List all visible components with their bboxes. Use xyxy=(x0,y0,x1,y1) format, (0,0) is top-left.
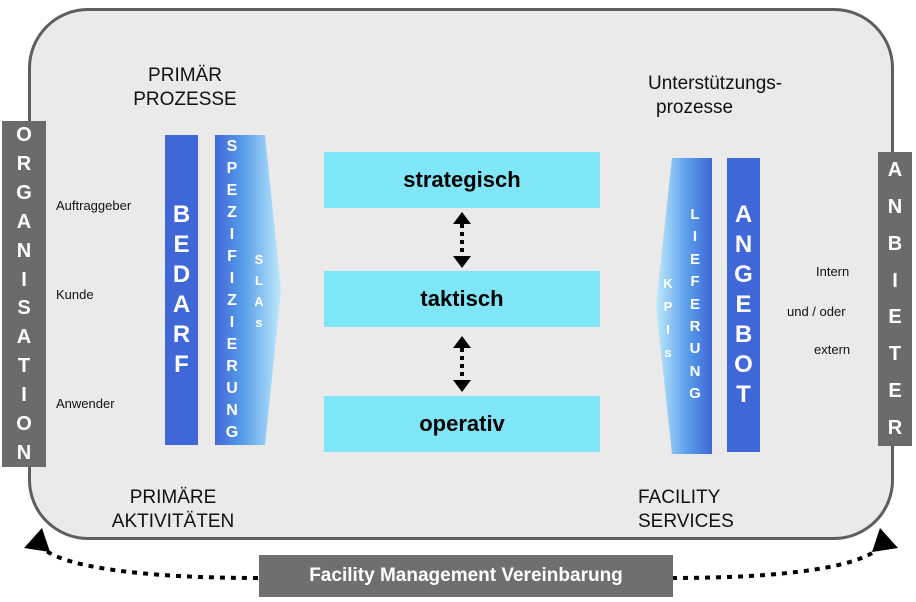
spezifizierung-letter: I xyxy=(229,270,235,287)
spezifizierung-letter: G xyxy=(225,424,239,441)
footer-label: Facility Management Vereinbarung xyxy=(259,555,673,597)
spezifizierung-letter: I xyxy=(229,314,235,331)
anbieter-letter: E xyxy=(888,379,902,402)
lieferung-letter: U xyxy=(689,340,701,358)
angebot-letter: B xyxy=(734,321,753,348)
spezifizierung-arrow xyxy=(215,135,281,445)
lieferung-letter: E xyxy=(689,295,700,313)
bedarf-letter: R xyxy=(172,321,191,348)
anbieter-letter: R xyxy=(887,416,903,439)
kpis-letter: K xyxy=(663,276,673,291)
organisation-letter: S xyxy=(17,297,31,320)
bedarf-letter: D xyxy=(172,261,191,288)
spezifizierung-letter: Z xyxy=(227,204,237,221)
label-kunde: Kunde xyxy=(56,287,94,302)
spezifizierung-letter: F xyxy=(227,248,237,265)
spezifizierung-letter: I xyxy=(229,226,235,243)
lieferung-letter: I xyxy=(692,228,698,246)
top-right-heading: Unterstützungs- prozesse xyxy=(648,73,783,118)
slas-letter: L xyxy=(255,273,263,288)
spezifizierung-letter: R xyxy=(226,358,238,375)
bedarf-letter: A xyxy=(172,291,191,318)
level-arrows xyxy=(453,212,471,392)
kpis-letter: P xyxy=(663,299,673,314)
anbieter-letter: N xyxy=(887,196,903,219)
label-intern: Intern xyxy=(816,264,850,279)
angebot-letter: G xyxy=(734,261,753,288)
anbieter-letter: E xyxy=(888,306,902,329)
lieferung-letter: G xyxy=(689,385,701,402)
bottom-left-heading: PRIMÄRE AKTIVITÄTEN xyxy=(111,487,235,532)
organisation-letter: I xyxy=(21,268,27,291)
angebot-letter: A xyxy=(734,201,753,228)
top-left-heading: PRIMÄR PROZESSE xyxy=(133,65,237,110)
level-strategisch: strategisch xyxy=(324,152,600,208)
label-anwender: Anwender xyxy=(56,396,115,411)
lieferung-arrow xyxy=(656,158,712,454)
organisation-letter: A xyxy=(16,326,32,349)
level-operativ: operativ xyxy=(324,396,600,452)
label-und-oder: und / oder xyxy=(787,304,846,319)
slas-letter: S xyxy=(254,252,264,267)
organisation-letter: T xyxy=(17,355,31,378)
slas-letter: s xyxy=(255,315,263,330)
spezifizierung-letter: P xyxy=(226,160,238,177)
organisation-letter: O xyxy=(16,124,32,147)
organisation-letter: A xyxy=(16,210,32,233)
label-auftraggeber: Auftraggeber xyxy=(56,198,132,213)
organisation-letter: G xyxy=(16,182,32,205)
slas-letter: A xyxy=(254,294,264,309)
spezifizierung-letter: U xyxy=(226,380,238,397)
organisation-letter: O xyxy=(16,412,32,435)
organisation-letter: R xyxy=(16,153,32,176)
anbieter-letter: A xyxy=(887,159,903,182)
bottom-right-heading: FACILITY SERVICES xyxy=(638,487,734,532)
angebot-letter: E xyxy=(735,291,752,318)
bedarf-letter: E xyxy=(173,231,190,258)
organisation-letter: N xyxy=(16,239,32,262)
anbieter-letter: T xyxy=(888,343,902,366)
lieferung-letter: F xyxy=(690,273,700,291)
organisation-letter: I xyxy=(21,383,27,406)
anbieter-letter: B xyxy=(887,232,903,255)
lieferung-letter: R xyxy=(689,317,701,335)
spezifizierung-letter: Z xyxy=(227,292,237,309)
angebot-letter: T xyxy=(736,381,751,408)
spezifizierung-letter: S xyxy=(226,138,238,155)
spezifizierung-letter: E xyxy=(226,182,238,199)
lieferung-letter: N xyxy=(689,362,701,380)
lieferung-letter: L xyxy=(690,206,700,223)
label-extern: extern xyxy=(814,342,851,357)
angebot-letter: O xyxy=(734,351,753,378)
spezifizierung-letter: E xyxy=(226,336,238,353)
bedarf-letter: F xyxy=(174,351,189,378)
anbieter-letter: I xyxy=(892,269,898,292)
kpis-letter: I xyxy=(666,322,670,337)
organisation-letter: N xyxy=(16,441,32,464)
level-taktisch: taktisch xyxy=(324,271,600,327)
kpis-letter: s xyxy=(664,345,672,360)
spezifizierung-letter: N xyxy=(226,402,238,419)
lieferung-letter: E xyxy=(689,250,700,268)
bedarf-letter: B xyxy=(172,201,191,228)
angebot-letter: N xyxy=(734,231,753,258)
